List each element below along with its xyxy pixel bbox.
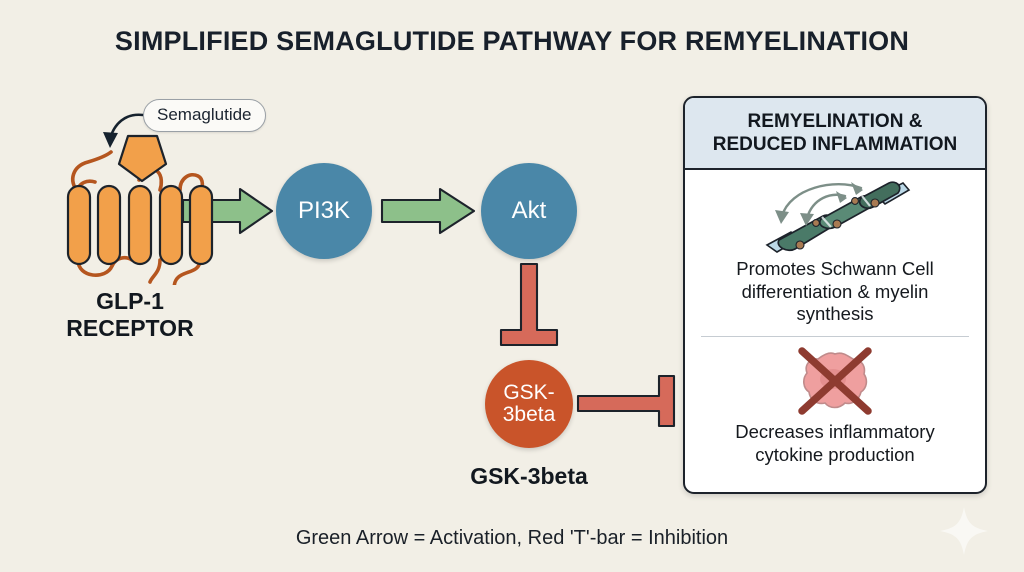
- node-pi3k[interactable]: PI3K: [276, 163, 372, 259]
- receptor-helices-icon: [66, 184, 214, 266]
- activation-arrow-pi3k-akt: [380, 187, 476, 235]
- sparkle-watermark-icon: [938, 505, 990, 562]
- node-pi3k-label: PI3K: [297, 196, 351, 224]
- outcome-section-myelination: Promotes Schwann Cell differentiation & …: [685, 170, 985, 336]
- inflammation-text-line1: Decreases inflammatory: [735, 421, 935, 442]
- outcomes-panel-header: REMYELINATION & REDUCED INFLAMMATION: [685, 98, 985, 170]
- inhibition-tbar-gsk-panel: [576, 374, 676, 428]
- panel-section-divider: [701, 336, 969, 337]
- outcome-section-inflammation: Decreases inflammatory cytokine producti…: [685, 337, 985, 489]
- myelination-text-line3: synthesis: [796, 303, 874, 325]
- myelinated-axon-icon: [699, 176, 971, 258]
- legend-text: Green Arrow = Activation, Red 'T'-bar = …: [295, 527, 729, 549]
- page-title: SIMPLIFIED SEMAGLUTIDE PATHWAY FOR REMYE…: [114, 26, 910, 56]
- outcome-inflammation-text: Decreases inflammatory cytokine producti…: [699, 421, 971, 466]
- outcome-myelination-text: Promotes Schwann Cell differentiation & …: [699, 258, 971, 326]
- semaglutide-label: Semaglutide: [143, 99, 266, 132]
- bound-ligand-pentagon-icon: [117, 134, 168, 183]
- node-gsk-caption: GSK-3beta: [470, 463, 588, 489]
- node-gsk-3beta[interactable]: GSK- 3beta: [485, 360, 573, 448]
- inflammation-text-line2: cytokine production: [755, 443, 915, 465]
- panel-header-line2: REDUCED INFLAMMATION: [712, 134, 958, 155]
- semaglutide-pointer-arrow: [103, 113, 145, 148]
- myelination-text-line1: Promotes Schwann Cell: [736, 258, 934, 279]
- inhibition-tbar-akt-gsk: [499, 262, 559, 347]
- myelination-text-line2: differentiation & myelin: [741, 280, 929, 302]
- node-akt-label: Akt: [511, 196, 547, 224]
- receptor-label-line2: RECEPTOR: [66, 314, 194, 341]
- glp1-receptor-graphic: [40, 110, 240, 298]
- receptor-label-line1: GLP-1: [96, 288, 164, 314]
- crossed-out-inflammatory-cell-icon: [699, 343, 971, 421]
- node-gsk-label-line2: 3beta: [502, 403, 556, 426]
- outcomes-panel: REMYELINATION & REDUCED INFLAMMATION: [683, 96, 987, 494]
- panel-header-line1: REMYELINATION &: [747, 110, 923, 132]
- node-akt[interactable]: Akt: [481, 163, 577, 259]
- node-gsk-label-line1: GSK-: [503, 381, 555, 405]
- receptor-label: GLP-1 RECEPTOR: [20, 288, 240, 341]
